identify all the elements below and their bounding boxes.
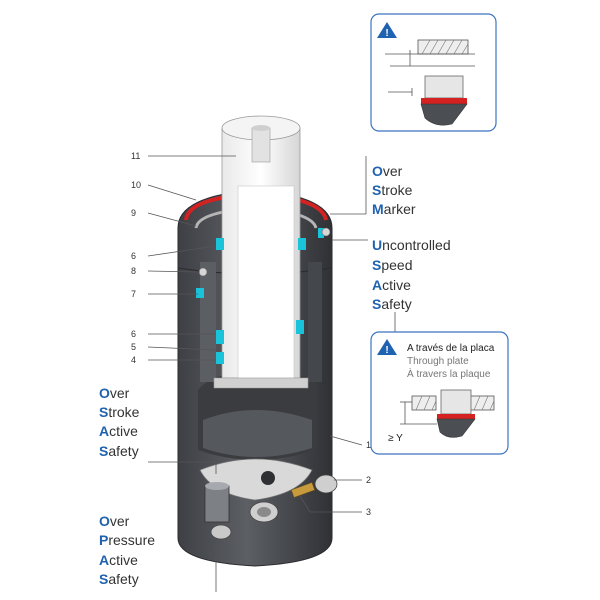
label-over-pressure: Over Pressure Active Safety — [99, 513, 155, 587]
piston-rod — [213, 115, 309, 389]
part-number-2: 2 — [366, 475, 371, 485]
part-number-1: 1 — [366, 440, 371, 450]
svg-text:Stroke: Stroke — [372, 182, 413, 198]
part-number-11: 11 — [131, 151, 140, 161]
part-numbers: 11 10 9 6 8 7 6 5 4 1 2 3 — [131, 151, 371, 517]
through-plate-fr: À travers la plaque — [407, 367, 491, 380]
part-number-8: 8 — [131, 266, 136, 276]
part-number-10: 10 — [131, 180, 141, 190]
svg-text:Over: Over — [99, 513, 130, 529]
over-stroke-marker-box: ! — [370, 13, 497, 132]
cyan-seals — [196, 227, 331, 364]
label-over-stroke-active: Over Stroke Active Safety — [99, 385, 140, 459]
warning-icon: ! — [377, 22, 397, 39]
svg-text:Safety: Safety — [99, 571, 139, 587]
svg-text:Pressure: Pressure — [99, 532, 155, 548]
svg-text:Marker: Marker — [372, 201, 416, 217]
svg-text:Over: Over — [99, 385, 130, 401]
dimension-label: ≥ Y — [388, 433, 403, 444]
part-number-5: 5 — [131, 342, 136, 352]
svg-text:Over: Over — [372, 163, 403, 179]
part-number-3: 3 — [366, 507, 371, 517]
warning-icon: ! — [377, 339, 397, 356]
through-plate-en: Through plate — [407, 356, 469, 367]
svg-text:Stroke: Stroke — [99, 404, 140, 420]
svg-text:Safety: Safety — [99, 443, 139, 459]
through-plate-title: A través de la placa — [407, 343, 495, 354]
svg-text:Safety: Safety — [372, 296, 412, 312]
part-number-9: 9 — [131, 208, 136, 218]
svg-text:Speed: Speed — [372, 257, 413, 273]
part-number-7: 7 — [131, 289, 136, 299]
base-valves — [204, 474, 338, 540]
part-leaders — [147, 155, 363, 513]
svg-text:Active: Active — [372, 277, 411, 293]
part-number-6b: 6 — [131, 329, 136, 339]
svg-text:!: ! — [385, 345, 388, 356]
label-uncontrolled-speed: Uncontrolled Speed Active Safety — [372, 237, 451, 312]
part-number-4: 4 — [131, 355, 136, 365]
svg-text:Active: Active — [99, 423, 138, 439]
part-number-6a: 6 — [131, 251, 136, 261]
svg-text:Uncontrolled: Uncontrolled — [372, 237, 451, 253]
through-plate-box: ! A través de la placa Through plate À t… — [370, 331, 509, 455]
label-leaders — [215, 156, 396, 592]
svg-text:Active: Active — [99, 552, 138, 568]
label-over-stroke-marker: Over Stroke Marker — [372, 163, 416, 217]
svg-text:!: ! — [385, 28, 388, 39]
